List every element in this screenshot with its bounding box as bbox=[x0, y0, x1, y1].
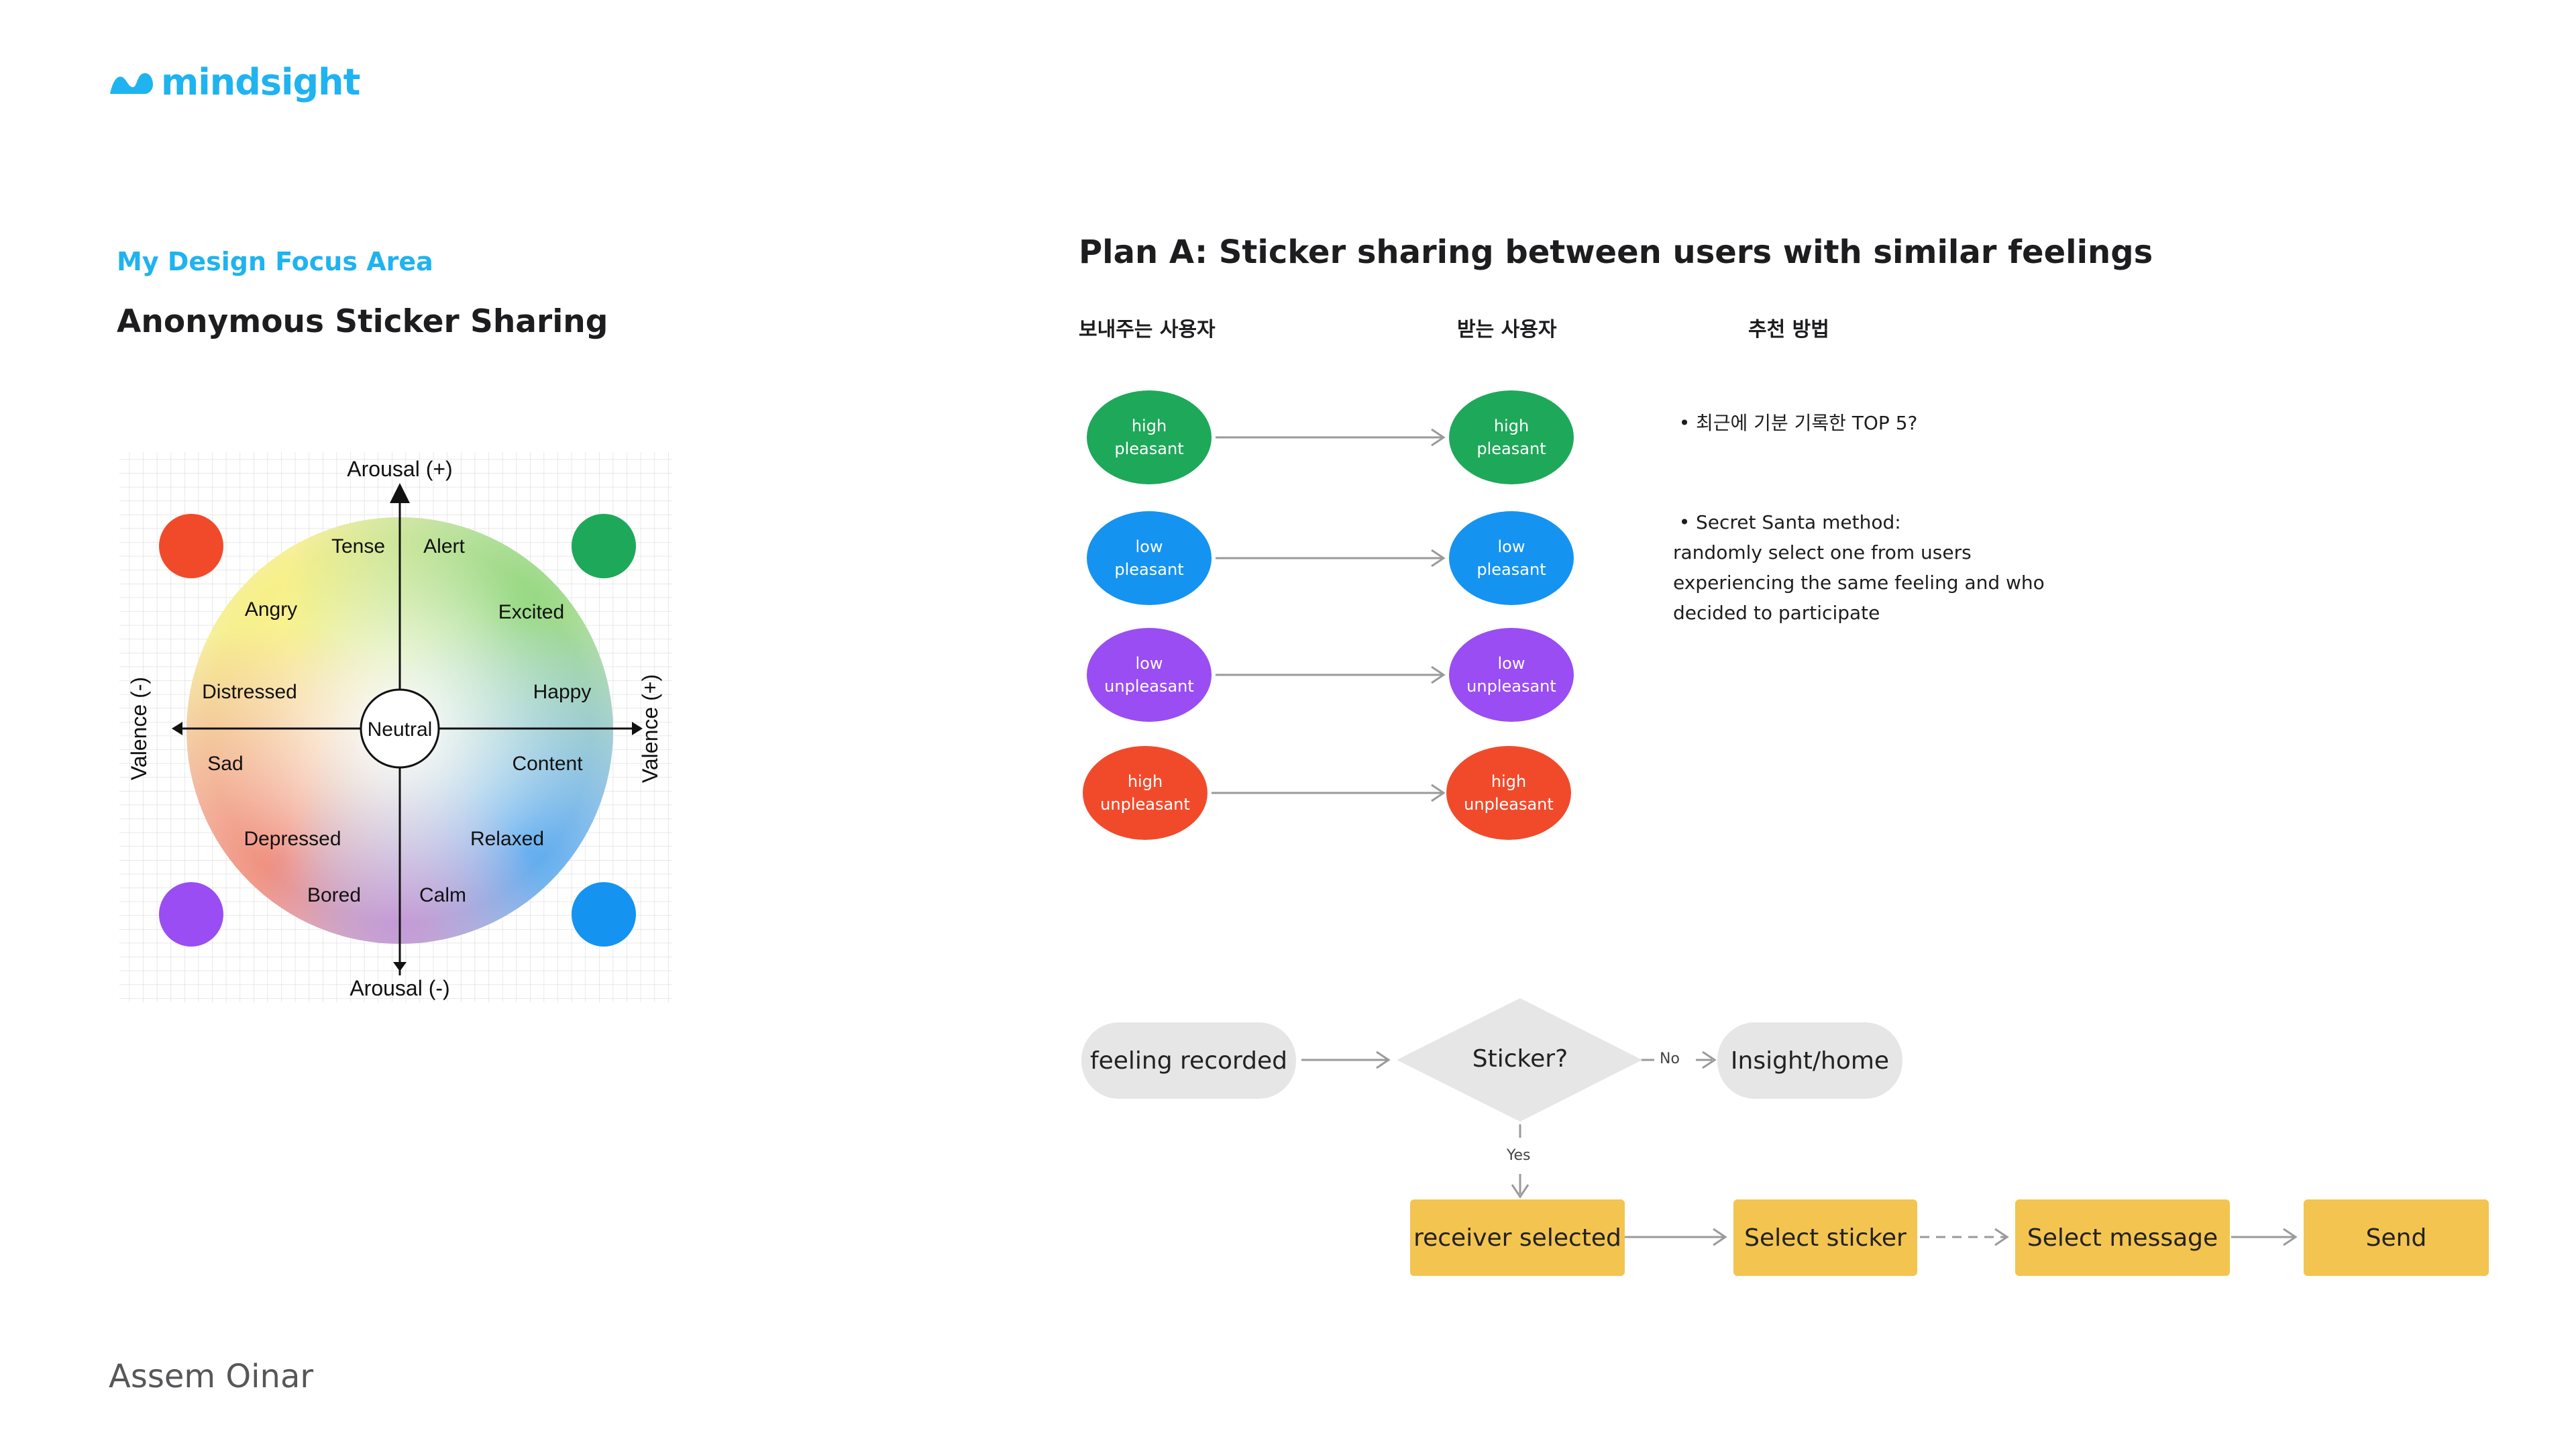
emotion-circumplex: Neutral Arousal (+) Arousal (-) Valence … bbox=[115, 445, 679, 1002]
mindsight-logo: mindsight bbox=[107, 59, 362, 106]
column-header-method: 추천 방법 bbox=[1748, 318, 1829, 341]
note-line: decided to participate bbox=[1673, 602, 1880, 624]
flow-no-label: No bbox=[1660, 1051, 1680, 1067]
corner-dot-purple bbox=[159, 882, 223, 947]
neutral-circle bbox=[360, 688, 440, 769]
corner-dot-red bbox=[159, 514, 223, 578]
logo-wordmark: mindsight bbox=[161, 61, 360, 103]
valence-axis-left-arrow bbox=[172, 722, 182, 735]
axis-label-valence-minus: Valence (-) bbox=[127, 677, 151, 780]
axis-label-arousal-minus: Arousal (-) bbox=[350, 976, 449, 1000]
bullet-icon: • bbox=[1678, 511, 1690, 533]
emotion-label: Tense bbox=[331, 535, 385, 557]
author-name: Assem Oinar bbox=[109, 1358, 314, 1395]
method-note-top5: • 최근에 기분 기록한 TOP 5? bbox=[1673, 408, 1918, 438]
emotion-label: Relaxed bbox=[470, 828, 544, 850]
focus-area-label: My Design Focus Area bbox=[117, 247, 433, 276]
emotion-label: Angry bbox=[245, 598, 297, 621]
emotion-label: Content bbox=[512, 753, 583, 775]
flow-yes-label: Yes bbox=[1507, 1147, 1531, 1164]
mindsight-wave-icon bbox=[110, 72, 153, 94]
valence-axis-right-arrow bbox=[632, 722, 643, 735]
axis-label-valence-plus: Valence (+) bbox=[638, 674, 662, 783]
flow-insight-home: Insight/home bbox=[1717, 1022, 1902, 1099]
emotion-label: Alert bbox=[423, 535, 465, 557]
emotion-label: Excited bbox=[498, 601, 564, 623]
arousal-axis-bottom-arrow bbox=[393, 962, 407, 971]
corner-dot-green bbox=[572, 514, 636, 578]
emotion-label: Bored bbox=[307, 884, 361, 906]
flow-step-send: Send bbox=[2304, 1199, 2489, 1276]
corner-dot-blue bbox=[572, 882, 636, 947]
flow-step-select-message: Select message bbox=[2015, 1199, 2230, 1276]
flow-step-receiver-selected: receiver selected bbox=[1410, 1199, 1625, 1276]
circumplex-graphic: Neutral Arousal (+) Arousal (-) Valence … bbox=[119, 452, 672, 1002]
neutral-label: Neutral bbox=[368, 718, 433, 741]
note-line: experiencing the same feeling and who bbox=[1673, 572, 2045, 594]
axis-label-arousal-plus: Arousal (+) bbox=[347, 457, 452, 481]
focus-area-title: Anonymous Sticker Sharing bbox=[117, 303, 608, 340]
flow-start-feeling-recorded: feeling recorded bbox=[1081, 1022, 1296, 1099]
emotion-label: Happy bbox=[533, 681, 592, 703]
emotion-label: Sad bbox=[207, 753, 243, 775]
emotion-label: Calm bbox=[419, 884, 466, 906]
flow-decision-label: Sticker? bbox=[1472, 1045, 1568, 1073]
column-header-sender: 보내주는 사용자 bbox=[1079, 318, 1216, 341]
note-text: 최근에 기분 기록한 TOP 5? bbox=[1696, 412, 1918, 434]
emotion-label: Depressed bbox=[244, 828, 341, 850]
emotion-label: Distressed bbox=[202, 681, 297, 703]
note-line: randomly select one from users bbox=[1673, 541, 1972, 564]
plan-title: Plan A: Sticker sharing between users wi… bbox=[1079, 233, 2153, 271]
column-header-receiver: 받는 사용자 bbox=[1457, 318, 1557, 341]
flow-step-select-sticker: Select sticker bbox=[1733, 1199, 1917, 1276]
note-title: Secret Santa method: bbox=[1696, 511, 1901, 533]
method-note-secret-santa: • Secret Santa method: randomly select on… bbox=[1673, 507, 2089, 628]
bullet-icon: • bbox=[1678, 412, 1690, 434]
